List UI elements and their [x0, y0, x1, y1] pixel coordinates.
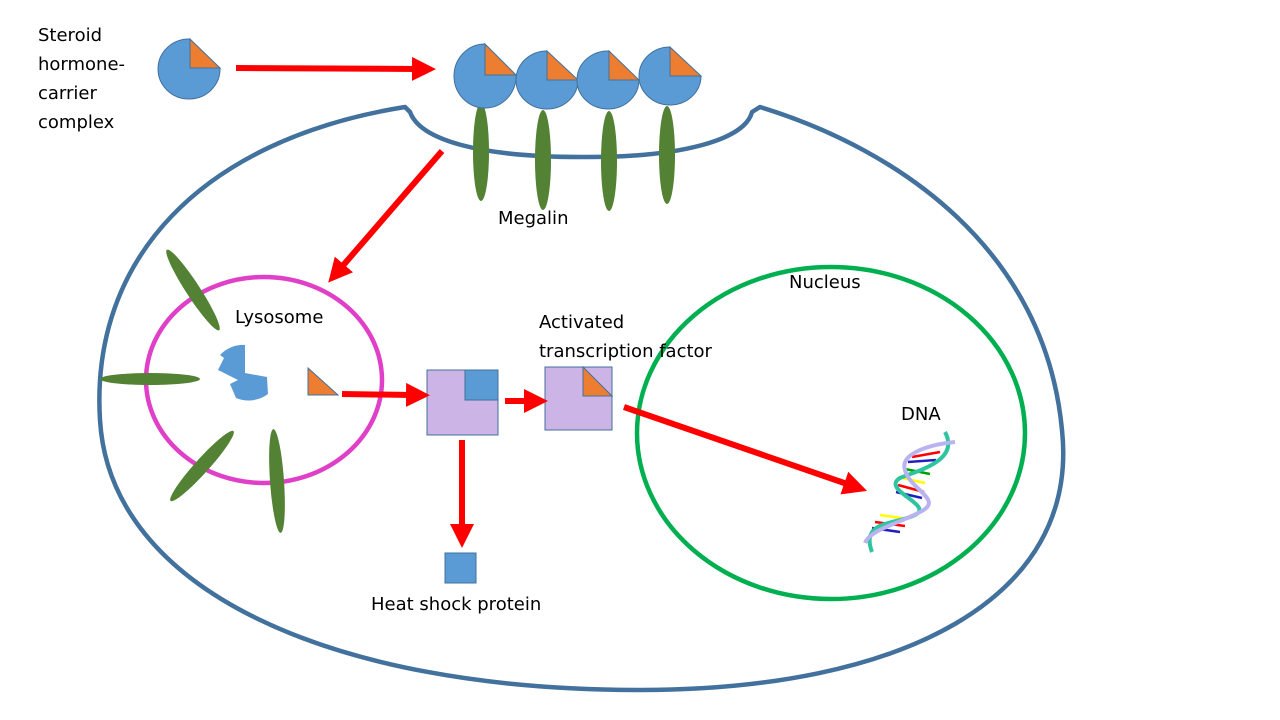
megalin-receptor [166, 249, 220, 331]
lysosome-megalin-receptors [100, 249, 285, 533]
label-activated-tf: Activated transcription factor [539, 312, 712, 362]
megalin-receptor [659, 106, 675, 204]
activated-transcription-factor [544, 365, 614, 431]
bound-complex [453, 42, 518, 109]
bound-complexes [453, 42, 703, 110]
bound-complex [515, 49, 580, 110]
arrow-tf-to-dna [623, 404, 868, 495]
megalin-receptor [269, 429, 285, 533]
cell-membrane [97, 104, 1066, 693]
degraded-carrier [218, 344, 268, 401]
label-steroid-complex: Steroid hormone- carrier complex [38, 25, 126, 133]
megalin-receptor [473, 103, 489, 201]
label-megalin: Megalin [498, 208, 569, 229]
megalin-receptor [601, 111, 617, 211]
label-lysosome: Lysosome [235, 307, 324, 328]
bound-complex [638, 45, 703, 106]
arrow-complex-to-megalin [235, 56, 436, 81]
arrow-megalin-to-lysosome [328, 149, 445, 283]
steroid-hormone [189, 37, 222, 69]
pathway-arrows [235, 56, 868, 548]
dna-helix-icon [863, 431, 956, 553]
heat-shock-protein [444, 552, 477, 584]
released-hormone [307, 366, 340, 396]
tf-hsp-complex [426, 369, 499, 436]
megalin-receptor [100, 373, 200, 385]
megalin-receptor [170, 430, 234, 502]
label-nucleus: Nucleus [789, 272, 861, 293]
nucleus-membrane [634, 264, 1028, 602]
steroid-carrier-complex [157, 37, 222, 100]
megalin-receptor [535, 110, 551, 210]
bound-complex [576, 49, 641, 110]
label-dna: DNA [901, 404, 941, 425]
bound-hormone [582, 365, 614, 397]
megalin-receptors [473, 103, 675, 211]
arrow-lysosome-to-complex [341, 382, 430, 407]
carrier-protein [157, 38, 221, 100]
label-heat-shock-protein: Heat shock protein [371, 594, 542, 615]
heat-shock-protein-bound [464, 369, 499, 401]
